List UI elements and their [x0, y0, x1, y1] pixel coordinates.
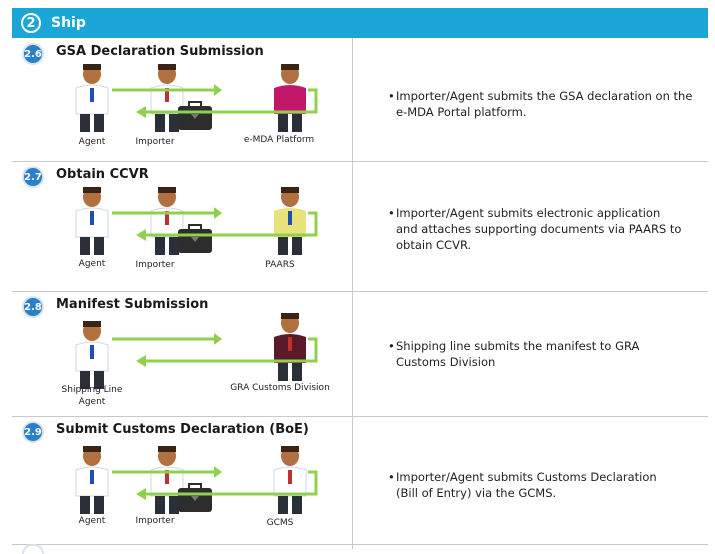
step-description: • Shipping line submits the manifest to … — [388, 339, 640, 369]
gcms-figure-icon — [273, 446, 307, 514]
diagram-label: Importer — [135, 260, 175, 270]
agent-figure-icon — [75, 64, 109, 132]
diagram-label: GRA Customs Division — [230, 383, 330, 393]
step-title: Obtain CCVR — [56, 167, 149, 182]
briefcase-icon — [178, 224, 212, 253]
diagram-label: Agent — [78, 137, 106, 147]
importer-figure-icon — [150, 446, 184, 514]
step-badge: 2.7 — [22, 166, 44, 188]
diagram-label: GCMS — [266, 518, 294, 528]
exchange-diagram — [75, 313, 318, 389]
section-title: Ship — [51, 15, 86, 31]
step-row-2-6: 2.6 GSA Declaration Submission — [12, 38, 708, 162]
importer-figure-icon — [150, 64, 184, 132]
step-diagram: 2.7 Obtain CCVR — [12, 161, 353, 291]
platform-figure-icon — [274, 64, 306, 132]
section-header: 2 Ship — [12, 8, 708, 38]
diagram-label: PAARS — [265, 260, 295, 270]
diagram-label: Agent — [78, 259, 106, 269]
briefcase-icon — [178, 101, 212, 130]
exchange-diagram — [75, 187, 318, 255]
shipping-agent-figure-icon — [75, 321, 109, 389]
step-title: GSA Declaration Submission — [56, 44, 264, 59]
paars-figure-icon — [274, 187, 306, 255]
diagram-label: Importer — [135, 137, 175, 147]
diagram-label: Agent — [78, 516, 106, 526]
exchange-arrows-icon — [112, 84, 318, 118]
step-diagram: 2.9 Submit Customs Declaration (BoE) — [12, 416, 353, 544]
diagram-label: Agent — [78, 397, 106, 407]
exchange-arrows-icon — [112, 333, 318, 367]
step-row-2-8: 2.8 Manifest Submission Shipping Line Ag… — [12, 291, 708, 417]
agent-figure-icon — [75, 187, 109, 255]
step-description: • Importer/Agent submits Customs Declara… — [388, 470, 657, 500]
step-row-2-7: 2.7 Obtain CCVR — [12, 161, 708, 292]
step-diagram: 2.8 Manifest Submission Shipping Line Ag… — [12, 291, 353, 416]
exchange-diagram — [75, 446, 318, 514]
exchange-arrows-icon — [112, 207, 318, 241]
diagram-label: Shipping Line — [61, 385, 123, 395]
step-badge: 2.9 — [22, 421, 44, 443]
step-description: • Importer/Agent submits the GSA declara… — [388, 89, 693, 119]
briefcase-icon — [178, 483, 212, 512]
agent-figure-icon — [75, 446, 109, 514]
step-title: Manifest Submission — [56, 297, 209, 312]
diagram-label: Importer — [135, 516, 175, 526]
exchange-diagram — [75, 64, 318, 132]
importer-figure-icon — [150, 187, 184, 255]
step-badge: 2.8 — [22, 296, 44, 318]
step-title: Submit Customs Declaration (BoE) — [56, 422, 309, 437]
step-diagram: 2.6 GSA Declaration Submission — [12, 38, 353, 161]
step-row-2-9: 2.9 Submit Customs Declaration (BoE) — [12, 416, 708, 545]
customs-officer-figure-icon — [274, 313, 306, 381]
section-number: 2 — [21, 13, 41, 33]
step-description: • Importer/Agent submits electronic appl… — [388, 206, 682, 252]
next-row-divider — [12, 544, 353, 549]
step-badge: 2.6 — [22, 43, 44, 65]
exchange-arrows-icon — [112, 466, 318, 500]
diagram-label: e-MDA Platform — [243, 135, 315, 145]
